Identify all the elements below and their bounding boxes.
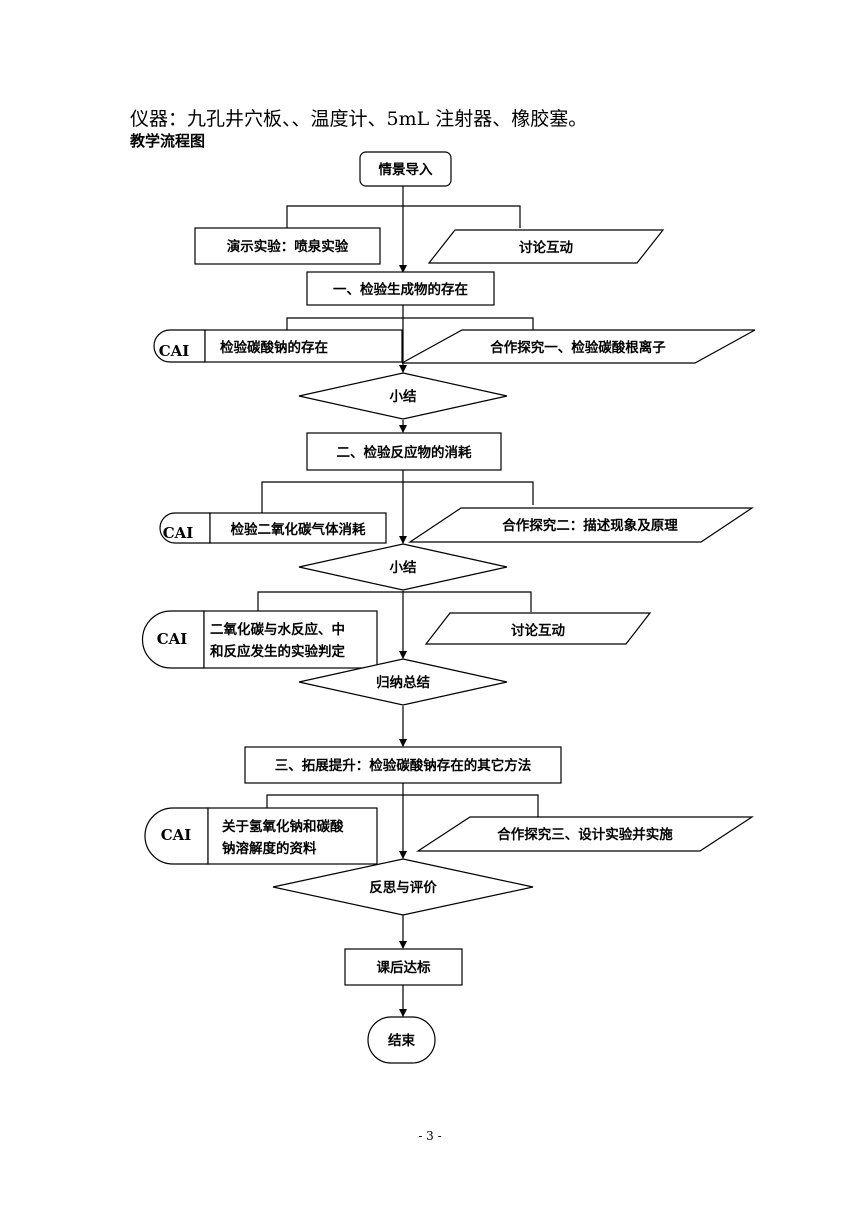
cai4-content-line1: 关于氢氧化钠和碳酸 [222, 818, 344, 835]
cai-node-2-label: CAI [163, 524, 194, 542]
step1-label: 一、检验生成物的存在 [333, 281, 468, 298]
cai3-content-line1: 二氧化碳与水反应、中 [210, 621, 345, 638]
cai-node-1 [153, 329, 206, 363]
cai-node-2 [159, 512, 211, 544]
cai2-content-box [209, 512, 387, 544]
summary-decision-1 [298, 372, 508, 420]
cai-node-4 [144, 807, 209, 865]
cai3-content-box [203, 610, 378, 669]
induce-summary-label: 归纳总结 [376, 674, 430, 691]
step3-label: 三、拓展提升：检验碳酸钠存在的其它方法 [275, 757, 532, 774]
cai-node-3-label: CAI [157, 630, 188, 648]
end-node-label: 结束 [388, 1032, 415, 1049]
demo-experiment-box [194, 227, 381, 265]
cai-node-1-label: CAI [159, 342, 190, 360]
coop-explore-1 [401, 329, 756, 364]
after-class-box [344, 948, 463, 986]
coop-explore-1-label: 合作探究一、检验碳酸根离子 [490, 339, 666, 356]
discuss-node-1-label: 讨论互动 [519, 239, 573, 256]
cai-node-3 [141, 610, 205, 669]
reflect-evaluate-decision [272, 858, 534, 916]
start-node-label: 情景导入 [379, 161, 433, 178]
summary-decision-1-label: 小结 [390, 388, 417, 405]
cai4-content-box [207, 807, 378, 865]
cai1-content-label: 检验碳酸钠的存在 [220, 339, 328, 356]
summary-decision-2 [298, 543, 508, 591]
step1-box [306, 271, 495, 306]
flowchart-heading: 教学流程图 [130, 132, 206, 150]
demo-experiment-label: 演示实验：喷泉实验 [227, 238, 349, 255]
coop-explore-2 [408, 507, 754, 543]
summary-decision-2-label: 小结 [390, 559, 417, 576]
cai1-content-box [204, 329, 403, 363]
page-number: - 3 - [418, 1129, 442, 1143]
coop-explore-3 [415, 816, 755, 852]
step2-label: 二、检验反应物的消耗 [337, 444, 472, 461]
after-class-label: 课后达标 [377, 959, 431, 976]
cai4-content-line2: 钠溶解度的资料 [222, 840, 317, 857]
start-node [359, 151, 452, 187]
branch-connectors [257, 205, 539, 817]
instruments-line: 仪器：九孔井穴板、、温度计、5mL 注射器、橡胶塞。 [130, 108, 588, 130]
step2-box [306, 432, 502, 471]
cai2-content-label: 检验二氧化碳气体消耗 [231, 521, 366, 538]
discuss-node-2 [424, 612, 652, 645]
discuss-node-2-label: 讨论互动 [511, 622, 565, 639]
end-node [367, 1016, 436, 1064]
cai3-content-line2: 和反应发生的实验判定 [210, 643, 345, 660]
discuss-node-1 [427, 229, 665, 264]
induce-summary-decision [298, 658, 508, 706]
reflect-evaluate-label: 反思与评价 [369, 879, 437, 896]
cai-node-4-label: CAI [161, 826, 192, 844]
coop-explore-3-label: 合作探究三、设计实验并实施 [497, 826, 673, 843]
coop-explore-2-label: 合作探究二：描述现象及原理 [502, 517, 678, 534]
step3-box [244, 746, 562, 784]
